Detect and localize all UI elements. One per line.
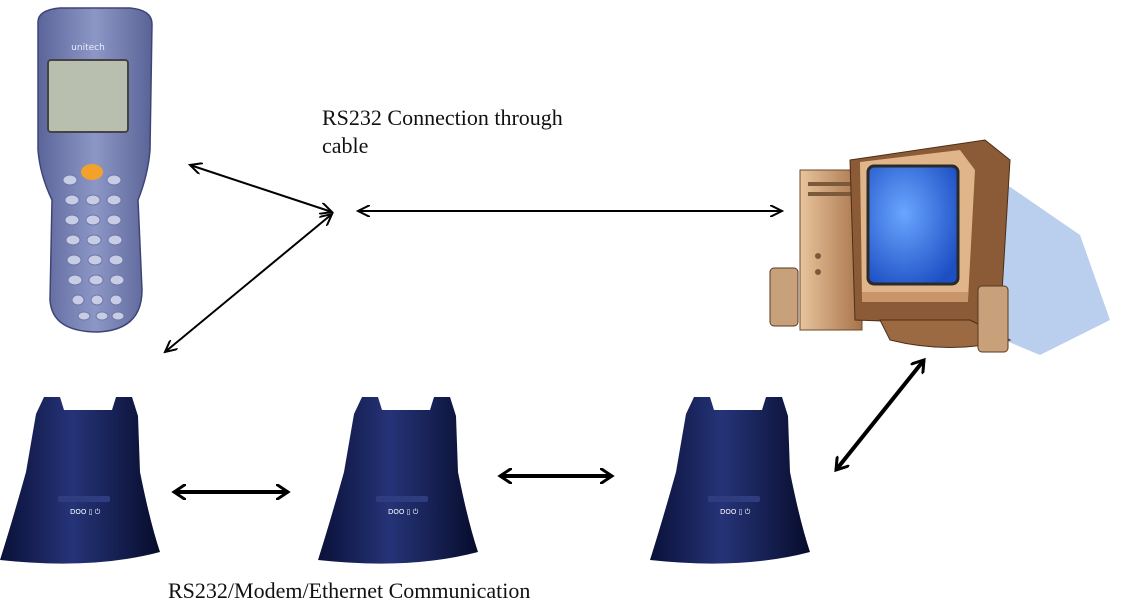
cradle-2: DOO ▯ ⏻ [318,397,478,564]
right-speaker [977,285,1009,353]
cradle-3: DOO ▯ ⏻ [650,397,810,564]
rs232-label-line-1: RS232 Connection through [322,105,563,130]
svg-text:DOO ▯ ⏻: DOO ▯ ⏻ [720,508,751,516]
rs232-cable-arrows [165,165,782,352]
monitor-screen [866,164,960,286]
desktop-computer [769,139,1110,355]
arrow-handheld-lower [165,214,332,352]
cradle-1: DOO ▯ ⏻ [0,397,160,564]
svg-text:DOO ▯ ⏻: DOO ▯ ⏻ [388,508,419,516]
handheld-terminal: unitech [37,7,153,333]
arrow-cradle3-computer [836,360,924,470]
rs232-label-line-2: cable [322,133,369,158]
left-speaker [769,267,799,327]
brand-logo: unitech [71,43,105,53]
network-arrows [174,360,924,492]
computer-shadow [980,180,1110,355]
svg-text:DOO ▯ ⏻: DOO ▯ ⏻ [70,508,101,516]
handheld-screen [47,59,129,133]
communication-label: RS232/Modem/Ethernet Communication [168,578,531,603]
rs232-connection-label: RS232 Connection through cable [322,104,642,160]
scan-key [81,164,103,180]
keypad [62,174,125,321]
arrow-handheld-upper [190,165,332,212]
